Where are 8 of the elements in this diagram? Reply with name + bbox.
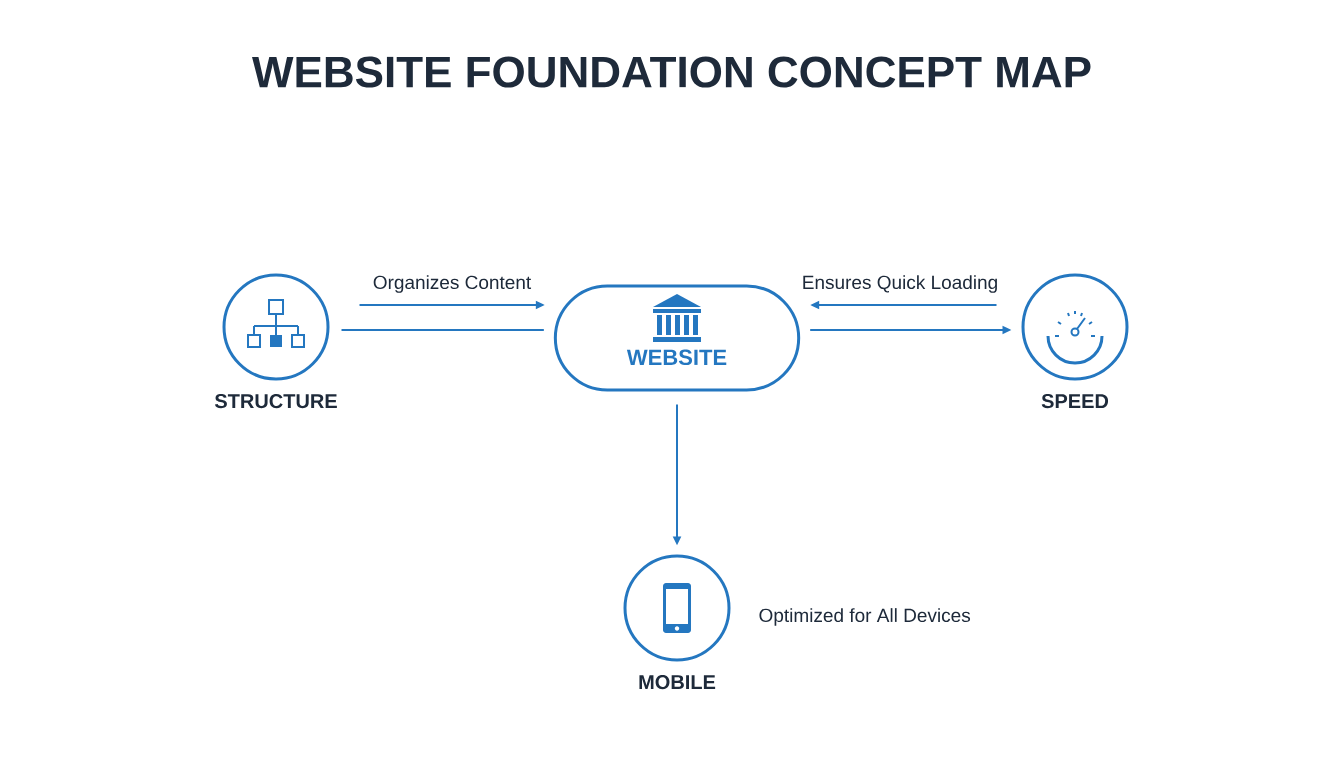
node-label: SPEED — [1041, 394, 1109, 409]
note: Optimized for All Devices — [759, 608, 971, 626]
website-node: WEBSITE — [553, 284, 801, 392]
title: WEBSITE FOUNDATION CONCEPT MAP — [252, 56, 1091, 88]
edge-label: Ensures Quick Loading — [800, 274, 1000, 294]
node-label: MOBILE — [639, 675, 716, 690]
edge-label: Organizes Content — [371, 274, 533, 294]
node-label: STRUCTURE — [214, 394, 337, 409]
